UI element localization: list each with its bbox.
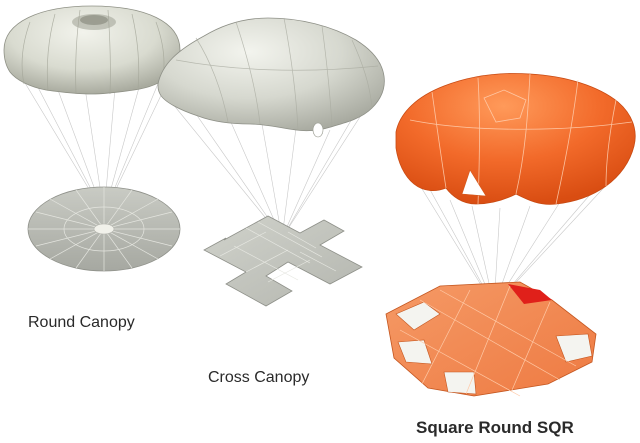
cross-canopy-figure	[157, 17, 385, 307]
cross-canopy-plan	[203, 215, 363, 307]
sqr-canopy	[395, 73, 636, 205]
cross-suspension-lines	[167, 91, 377, 239]
round-canopy-figure	[3, 5, 181, 272]
round-canopy-label: Round Canopy	[28, 314, 135, 331]
cross-canopy-label: Cross Canopy	[208, 369, 310, 386]
sqr-canopy-figure	[385, 73, 636, 397]
round-canopy-plan	[27, 186, 181, 272]
sqr-canopy-plan	[385, 281, 597, 397]
square-round-sqr-label: Square Round SQR	[416, 418, 574, 437]
cross-canopy	[157, 17, 385, 138]
round-canopy	[3, 5, 181, 95]
